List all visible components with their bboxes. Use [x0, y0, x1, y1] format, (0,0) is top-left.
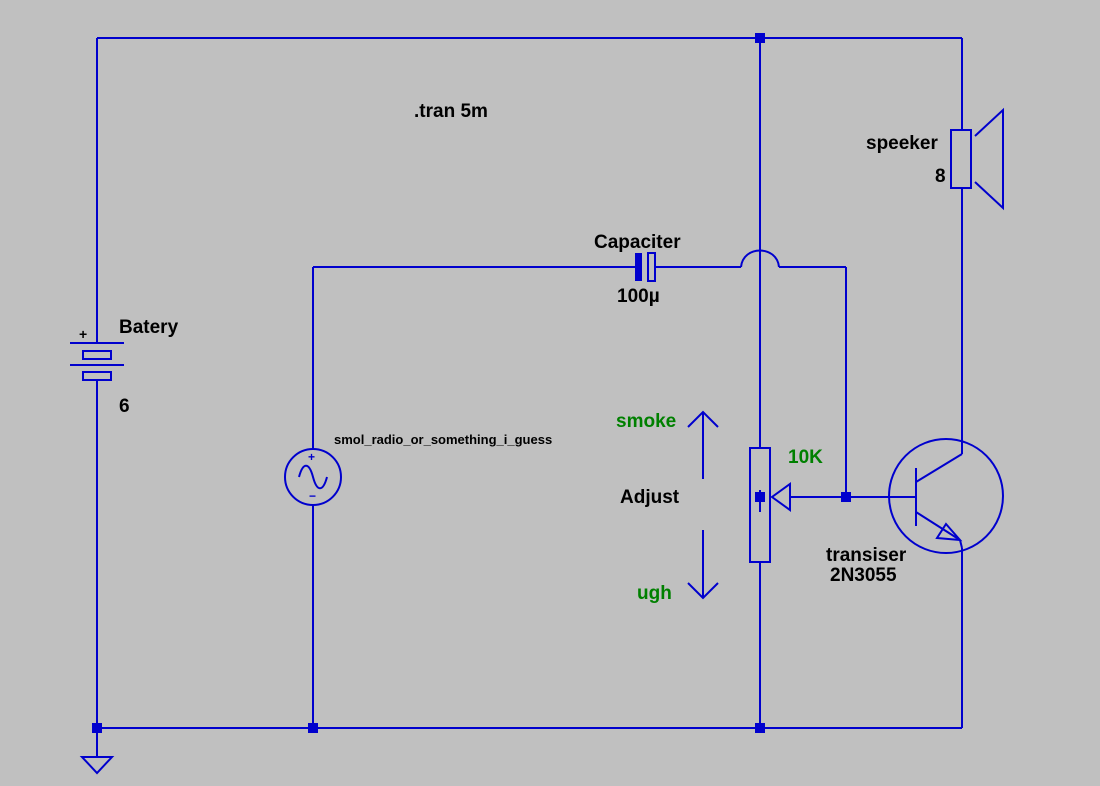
wires — [96, 37, 963, 757]
junction-node — [841, 492, 851, 502]
capacitor-name: Capaciter — [594, 232, 681, 253]
capacitor-value: 100µ — [617, 286, 660, 307]
spice-directive[interactable]: .tran 5m — [414, 101, 488, 122]
junction-node — [755, 33, 765, 43]
adjust-label: Adjust — [620, 487, 680, 508]
potentiometer-symbol[interactable] — [749, 447, 791, 563]
battery-value: 6 — [119, 396, 130, 417]
source-name: smol_radio_or_something_i_guess — [334, 432, 552, 447]
transistor-name: transiser — [826, 545, 907, 566]
up-arrow — [687, 410, 719, 479]
junction-node — [308, 723, 318, 733]
transistor-model: 2N3055 — [830, 565, 897, 586]
ugh-label: ugh — [637, 583, 672, 604]
source-minus-sign: − — [309, 489, 316, 503]
smoke-label: smoke — [616, 411, 676, 432]
source-plus-sign: + — [308, 450, 315, 464]
battery-plus-sign: + — [79, 326, 87, 342]
battery-name: Batery — [119, 317, 179, 338]
junction-node — [92, 723, 102, 733]
speaker-name: speeker — [866, 133, 938, 154]
speaker-symbol[interactable] — [950, 107, 1004, 211]
ac-source-symbol[interactable]: + − — [284, 448, 342, 506]
speaker-value: 8 — [935, 166, 946, 187]
down-arrow — [687, 530, 719, 600]
npn-transistor-symbol[interactable] — [888, 438, 1004, 554]
battery-symbol[interactable]: + — [70, 326, 124, 381]
junctions — [92, 33, 851, 733]
junction-node — [755, 723, 765, 733]
ground-symbol[interactable] — [79, 756, 115, 775]
pot-value: 10K — [788, 447, 823, 468]
capacitor-symbol[interactable] — [635, 252, 656, 282]
